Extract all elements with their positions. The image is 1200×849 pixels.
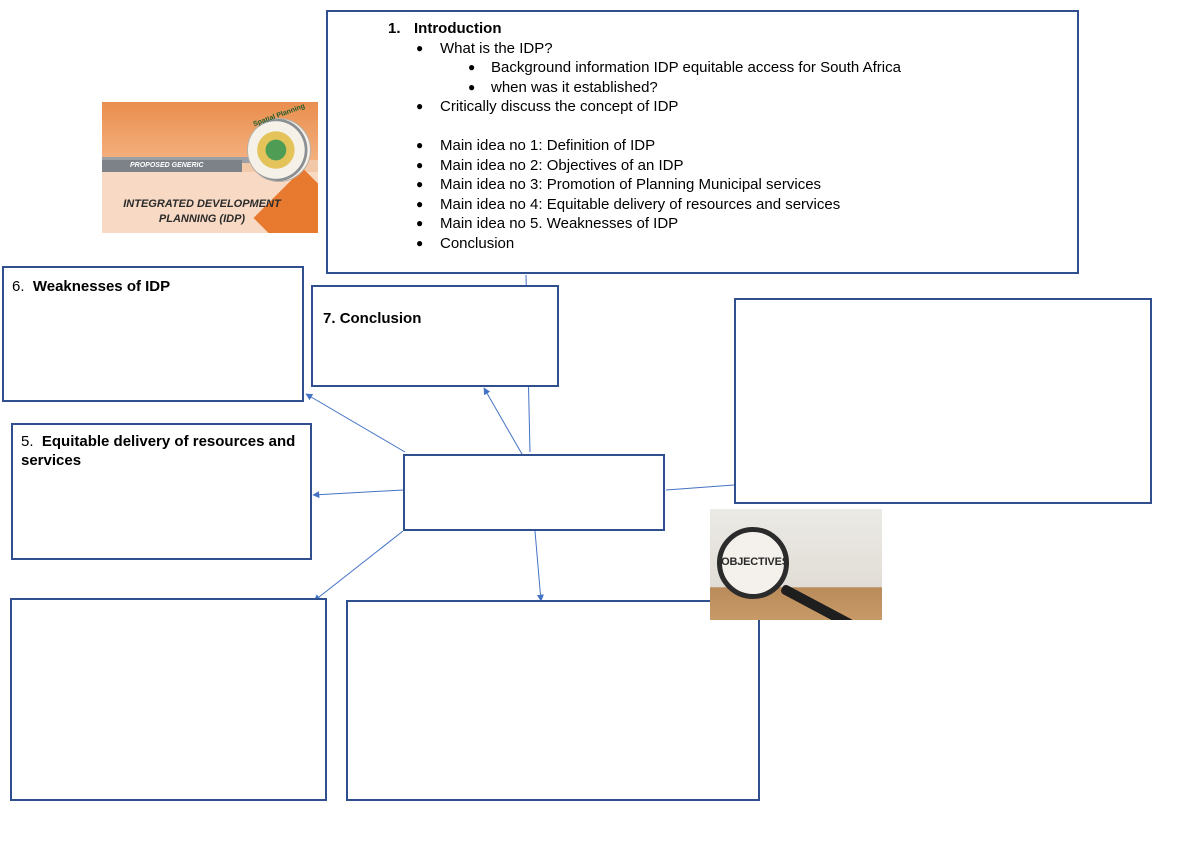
spatial-planning-seal-icon [247,118,311,182]
conclusion-box: 7. Conclusion [311,285,559,387]
central-box [403,454,665,531]
arrow-to-conclusion [483,387,527,462]
objectives-magnifier-image: OBJECTIVES [710,509,882,620]
list-item: ●Main idea no 4: Equitable delivery of r… [416,195,841,213]
list-item: ●Critically discuss the concept of IDP [416,98,679,116]
right-empty-box [734,298,1152,504]
bottom-middle-empty-box [346,600,760,801]
arrow-to-weaknesses [305,393,406,453]
list-item: ●when was it established? [468,78,658,96]
banner-proposed-label: PROPOSED GENERIC [102,160,242,172]
idp-banner-image: PROPOSED GENERIC Spatial Planning INTEGR… [102,102,318,233]
weaknesses-box: 6. Weaknesses of IDP [2,266,304,402]
list-item: ●Main idea no 1: Definition of IDP [416,136,656,154]
magnifier-lens-icon [717,527,789,599]
magnifier-handle-icon [779,583,855,620]
banner-title: INTEGRATED DEVELOPMENT PLANNING (IDP) [123,198,281,225]
equitable-delivery-box: 5. Equitable delivery of resources and s… [11,423,312,560]
weaknesses-title: 6. Weaknesses of IDP [12,278,171,295]
introduction-box: 1.Introduction ●What is the IDP? ●Backgr… [326,10,1079,274]
equitable-delivery-title: 5. Equitable delivery of resources and s… [21,433,296,469]
list-item: ●Main idea no 5. Weaknesses of IDP [416,215,679,233]
list-item: ●Conclusion [416,234,515,252]
introduction-heading: 1.Introduction [388,20,502,37]
list-item: ●Main idea no 2: Objectives of an IDP [416,156,684,174]
list-item: ●What is the IDP? [416,39,553,57]
bottom-left-empty-box [10,598,327,801]
connector-right [665,484,735,491]
arrow-to-equitable [312,489,404,499]
objectives-label: OBJECTIVES [721,556,789,568]
list-item: ●Background information IDP equitable ac… [468,59,901,77]
list-item: ●Main idea no 3: Promotion of Planning M… [416,176,822,194]
conclusion-title: 7. Conclusion [323,310,422,327]
arrow-to-bottom-left [313,530,404,602]
arrow-to-bottom-middle [534,530,544,602]
